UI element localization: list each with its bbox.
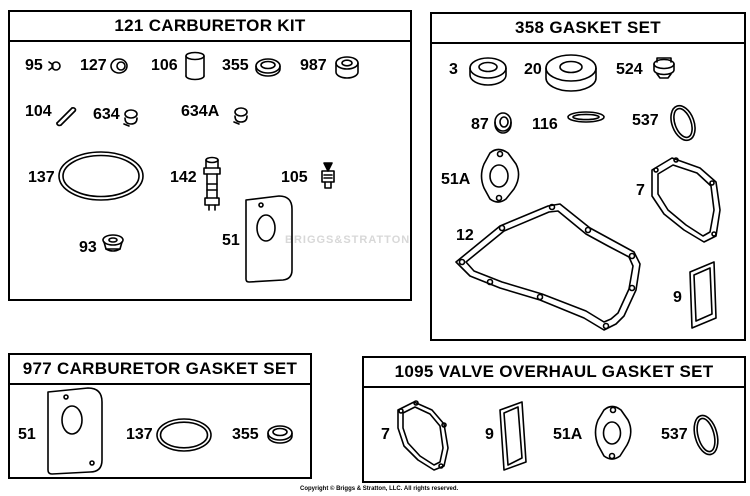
part-93-seat	[102, 234, 124, 252]
part-label-537: 537	[632, 112, 659, 129]
part-label-524: 524	[616, 61, 643, 78]
part-label-9: 9	[485, 426, 494, 443]
part-label-116: 116	[532, 116, 558, 133]
part-label-105: 105	[281, 169, 308, 186]
part-105-needle	[321, 162, 335, 189]
part-20-seal	[545, 54, 597, 92]
copyright-notice: Copyright © Briggs & Stratton, LLC. All …	[300, 486, 459, 492]
part-label-12: 12	[456, 227, 474, 244]
part-label-537: 537	[661, 426, 688, 443]
part-51-gasket-plate	[47, 387, 103, 475]
gasket-set-panel: 358 GASKET SET	[430, 12, 746, 341]
part-label-634: 634	[93, 106, 120, 123]
part-116-gasket	[567, 111, 605, 123]
part-355-washer	[267, 425, 293, 444]
part-label-51a: 51A	[441, 171, 471, 188]
part-524-cap	[653, 57, 675, 79]
part-label-87: 87	[471, 116, 489, 133]
part-3-seal	[469, 57, 507, 86]
part-label-51: 51	[18, 426, 36, 443]
part-9-rect-gasket	[689, 261, 717, 329]
part-label-93: 93	[79, 239, 97, 256]
carburetor-gasket-set-panel: 977 CARBURETOR GASKET SET	[8, 353, 312, 479]
part-label-106: 106	[151, 57, 178, 74]
panel-title: 977 CARBURETOR GASKET SET	[10, 355, 310, 385]
part-137-oring	[156, 418, 212, 452]
part-95-screw	[48, 61, 61, 71]
part-634-clip	[123, 109, 138, 127]
part-label-51: 51	[222, 232, 240, 249]
part-355-washer	[255, 58, 281, 77]
part-104-pin	[56, 107, 77, 127]
part-label-142: 142	[170, 169, 197, 186]
part-label-137: 137	[28, 169, 55, 186]
part-label-634a: 634A	[181, 103, 220, 120]
part-137-oring	[58, 151, 144, 201]
part-51a-gasket	[480, 148, 520, 203]
part-7-cover-gasket	[651, 157, 721, 243]
watermark: BRIGGS&STRATTON	[285, 234, 411, 246]
valve-overhaul-gasket-set-panel: 1095 VALVE OVERHAUL GASKET SET	[362, 356, 746, 483]
part-987-seal	[335, 56, 359, 79]
part-9-rect-gasket	[499, 401, 527, 471]
part-142-tube	[203, 156, 221, 211]
part-7-cover-gasket	[397, 400, 449, 471]
panel-title: 358 GASKET SET	[432, 14, 744, 44]
part-87-ring	[494, 112, 512, 134]
part-label-95: 95	[25, 57, 43, 74]
part-label-7: 7	[636, 182, 645, 199]
part-label-51a: 51A	[553, 426, 583, 443]
part-51-gasket-plate	[245, 195, 293, 283]
part-label-104: 104	[25, 103, 52, 120]
part-label-137: 137	[126, 426, 153, 443]
panel-title: 1095 VALVE OVERHAUL GASKET SET	[364, 358, 744, 388]
part-51a-gasket	[594, 405, 632, 460]
part-12-crankcase-gasket	[455, 203, 641, 331]
part-label-987: 987	[300, 57, 327, 74]
part-106-cylinder	[185, 51, 205, 81]
part-634a-clip	[233, 107, 248, 125]
part-label-20: 20	[524, 61, 542, 78]
part-127-ring	[110, 58, 128, 74]
part-label-3: 3	[449, 61, 458, 78]
part-537-oring	[693, 414, 719, 456]
part-label-355: 355	[222, 57, 249, 74]
part-label-355: 355	[232, 426, 259, 443]
carburetor-kit-panel: 121 CARBURETOR KIT	[8, 10, 412, 301]
part-label-127: 127	[80, 57, 107, 74]
part-label-9: 9	[673, 289, 682, 306]
panel-title: 121 CARBURETOR KIT	[10, 12, 410, 42]
part-label-7: 7	[381, 426, 390, 443]
part-537-oring	[670, 104, 696, 142]
